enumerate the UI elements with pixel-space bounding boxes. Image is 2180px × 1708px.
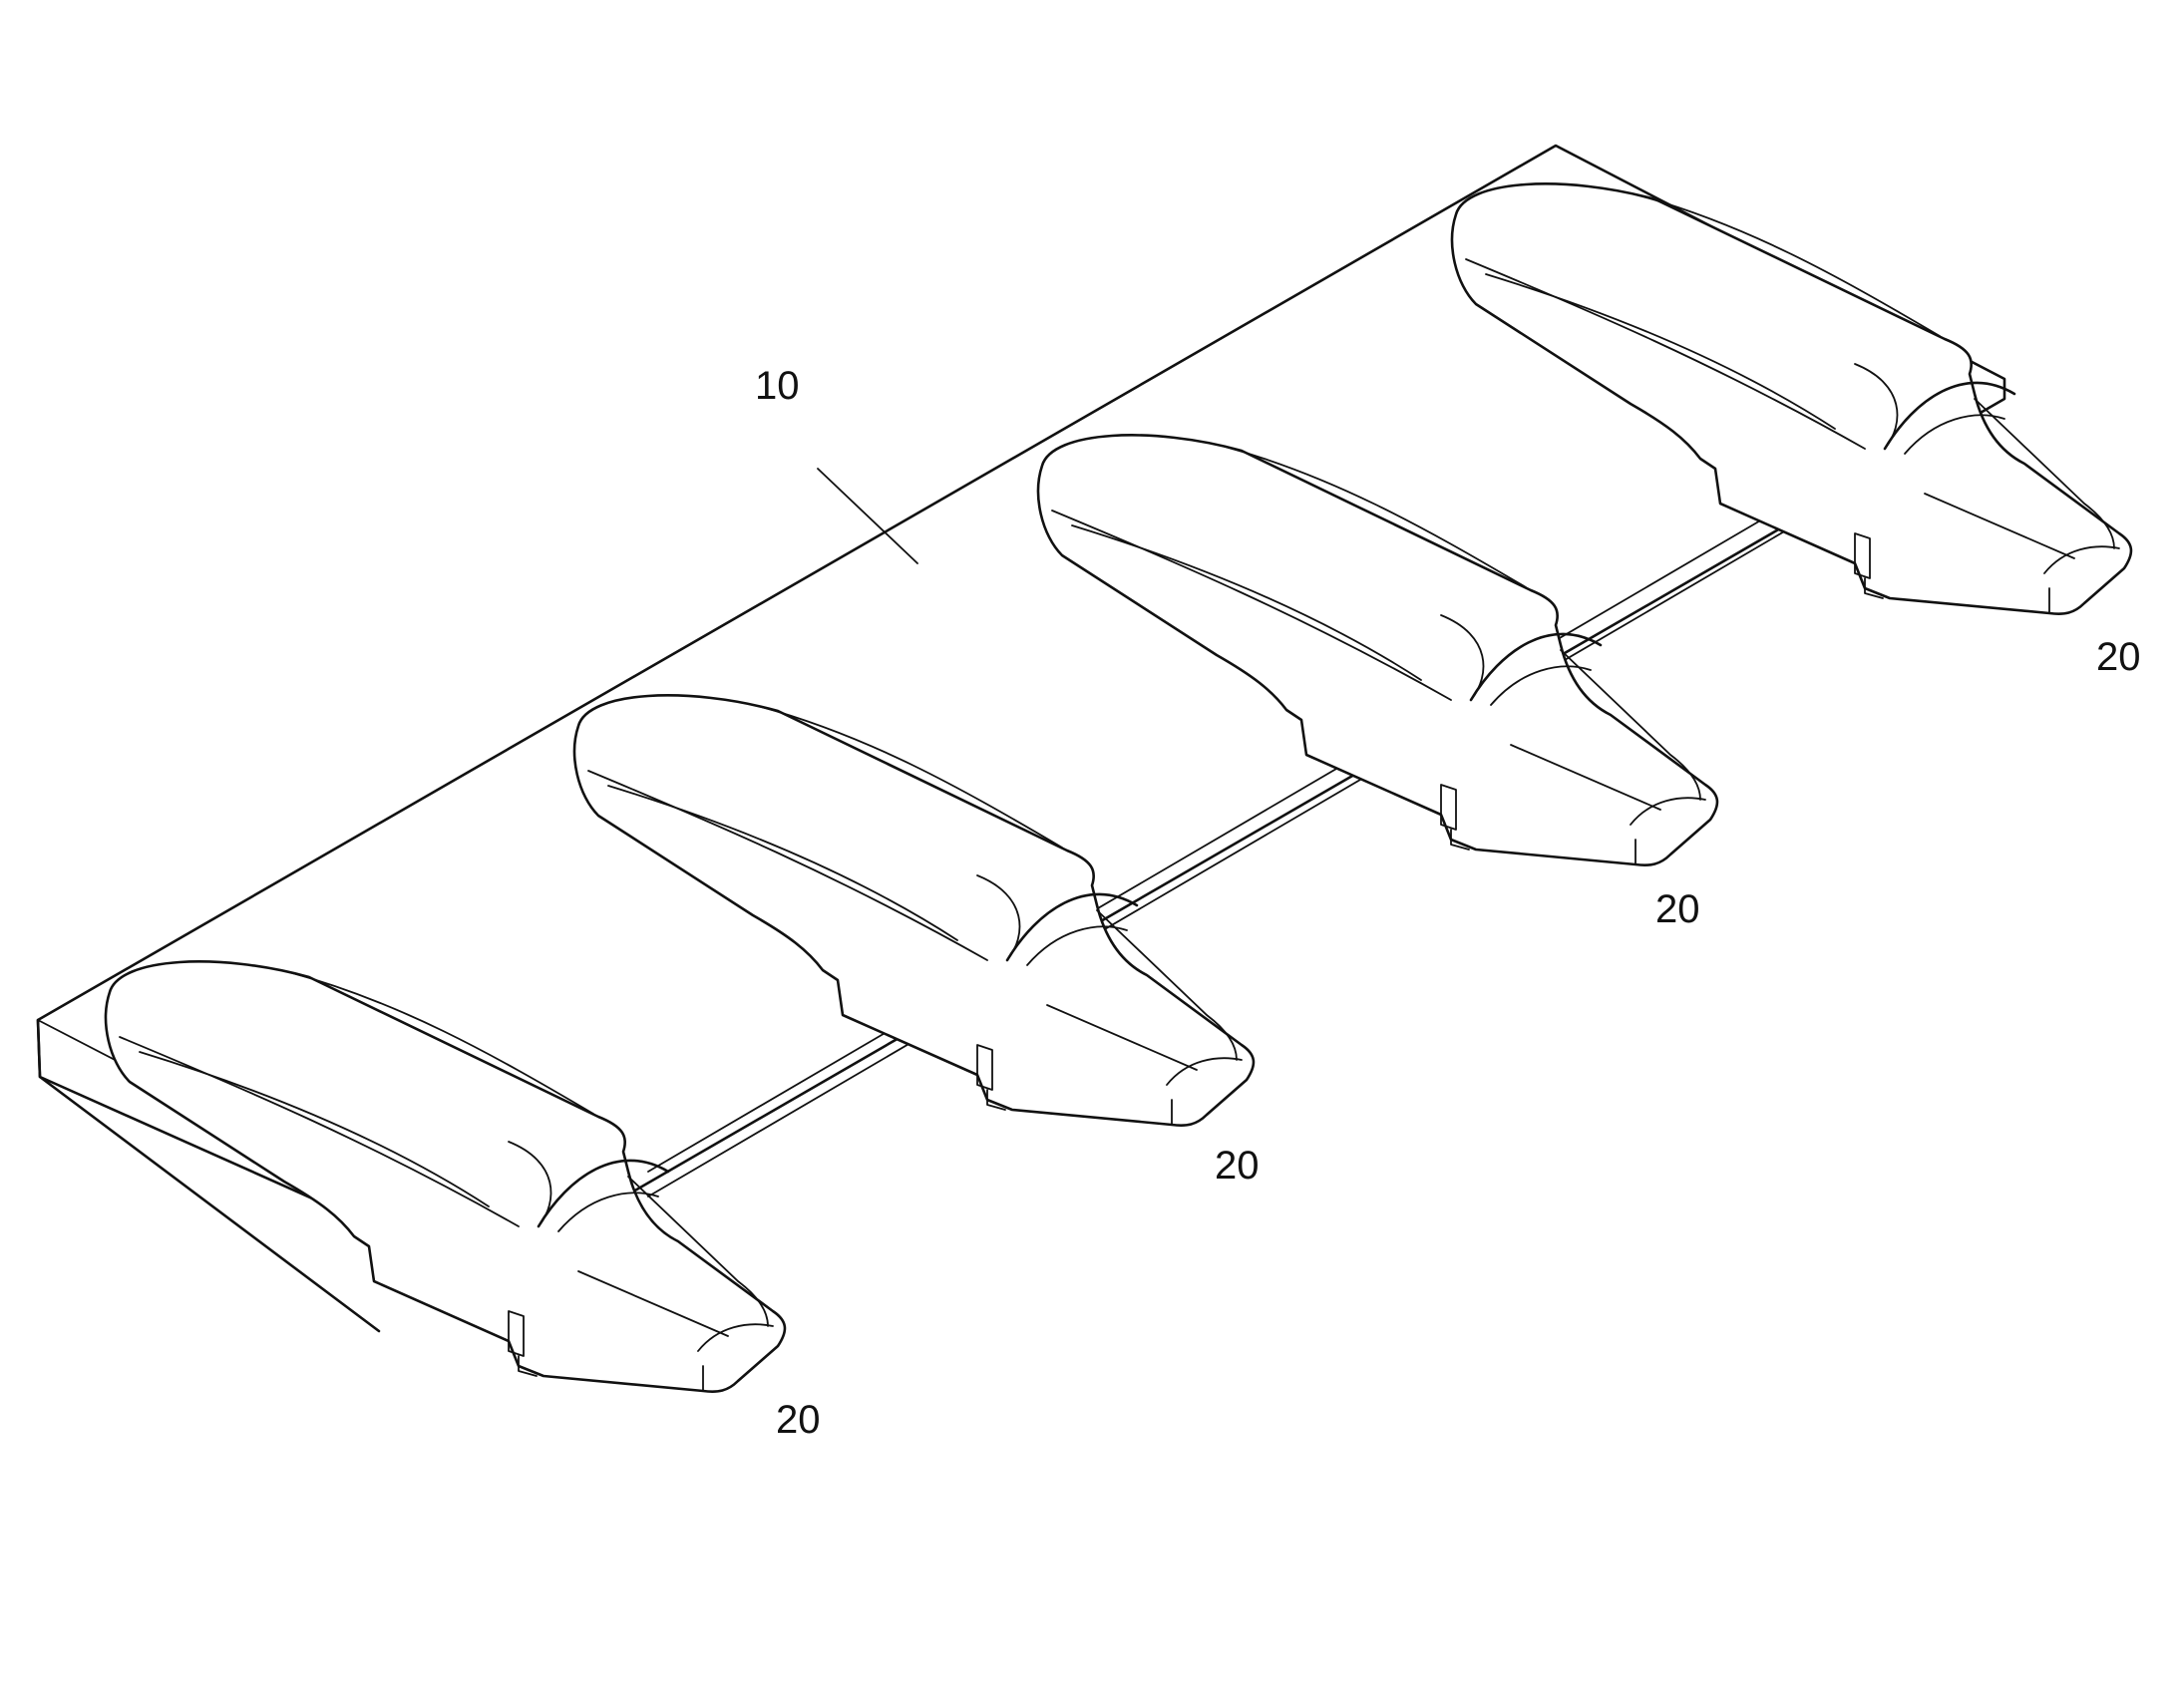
ref-numeral-20-c: 20: [1215, 1144, 1260, 1188]
ref-numeral-10: 10: [755, 364, 800, 408]
ref-numeral-20-b: 20: [1655, 887, 1700, 931]
ref-numeral-20-a: 20: [2096, 635, 2141, 679]
leader-line-10: [817, 468, 918, 564]
blade-plate: [36, 144, 2006, 1333]
ref-numeral-20-d: 20: [776, 1398, 821, 1442]
